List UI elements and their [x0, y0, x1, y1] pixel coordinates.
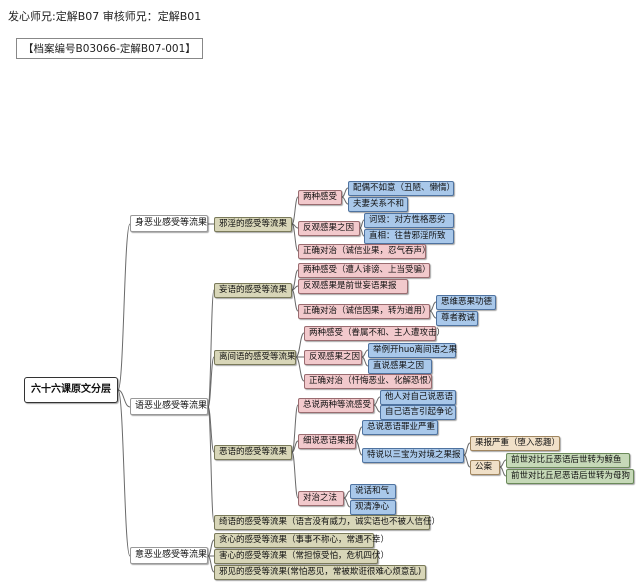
two-feelings-node[interactable]: 两种感受: [298, 190, 342, 205]
divisive-example-node[interactable]: 举例开huo离间语之果: [368, 343, 457, 358]
root-node[interactable]: 六十六课原文分层: [24, 377, 118, 403]
harsh-remedy-node[interactable]: 对治之法: [298, 491, 344, 506]
header-credits: 发心师兄:定解B07 审核师兄：定解B01: [8, 10, 202, 23]
divisive-direct-node[interactable]: 直说感果之因: [368, 359, 432, 374]
harsh-serious-node[interactable]: 总说恶语罪业严重: [362, 420, 438, 435]
lying-reflect-node[interactable]: 反观感果是前世妄语果报: [298, 279, 408, 294]
case-dog-node[interactable]: 前世对比丘尼恶语后世转为母狗: [506, 469, 634, 484]
archive-number: 【档案编号B03066-定解B07-001】: [16, 38, 203, 59]
spouse-discord-node[interactable]: 夫妻关系不和: [348, 197, 408, 212]
harsh-story-node[interactable]: 特说以三宝为对境之果报: [362, 448, 464, 463]
lying-node[interactable]: 妄语的感受等流果: [214, 283, 292, 298]
body-karma-node[interactable]: 身恶业感受等流果: [130, 215, 208, 232]
mind-karma-node[interactable]: 意恶业感受等流果: [130, 547, 208, 564]
harsh-detailed-node[interactable]: 细说恶语果报: [298, 434, 356, 449]
divisive-two-feelings-node[interactable]: 两种感受（眷属不和、主人遭攻击）: [304, 326, 445, 341]
self-quarrel-node[interactable]: 自己语言引起争论: [380, 405, 456, 420]
lying-correct-node[interactable]: 正确对治（诚信因果，转为道用）: [298, 304, 431, 319]
divisive-reflect-node[interactable]: 反观感果之因: [304, 350, 362, 365]
wrong-view-node[interactable]: 邪见的感受等流果(常怕恶见，常被欺诳很难心烦意乱): [214, 565, 426, 580]
think-node[interactable]: 思维恶果功德: [436, 295, 496, 310]
rebuke-node[interactable]: 诃毁：对方性格恶劣: [364, 213, 454, 228]
harsh-node[interactable]: 恶语的感受等流果: [214, 445, 292, 460]
speech-karma-node[interactable]: 语恶业感受等流果: [130, 398, 208, 415]
divisive-node[interactable]: 离间语的感受等流果: [214, 350, 296, 365]
others-harsh-node[interactable]: 他人对自己说恶语: [380, 390, 456, 405]
greed-node[interactable]: 贪心的感受等流果（事事不称心，常遇不幸）: [214, 533, 389, 548]
reflect-cause-node[interactable]: 反观感果之因: [298, 221, 360, 236]
idle-talk-node[interactable]: 绮语的感受等流果（语言没有威力，诚实语也不被人信任）: [214, 515, 440, 530]
correct-remedy-node[interactable]: 正确对治（诚信业果，忍气吞声）: [298, 244, 431, 259]
sexual-misconduct-node[interactable]: 邪淫的感受等流果: [214, 217, 292, 232]
case-fish-node[interactable]: 前世对比丘恶语后世转为鲸鱼: [506, 453, 630, 468]
pure-mind-node[interactable]: 观清净心: [350, 500, 396, 515]
gentle-speech-node[interactable]: 说话和气: [350, 484, 396, 499]
lying-two-feelings-node[interactable]: 两种感受（遭人诽谤、上当受骗）: [298, 263, 431, 278]
spouse-unattractive-node[interactable]: 配偶不如意（丑陋、懒惰）: [348, 181, 455, 196]
reflect-node[interactable]: 直相：往昔邪淫所致: [364, 229, 454, 244]
divisive-correct-node[interactable]: 正确对治（忏悔恶业、化解恐恨）: [304, 374, 437, 389]
harsh-severe-node[interactable]: 果报严重（堕入恶趣）: [470, 436, 560, 451]
harsh-summary-node[interactable]: 总说两种等流感受: [298, 398, 374, 413]
respect-node[interactable]: 尊者教诫: [436, 311, 478, 326]
malice-node[interactable]: 害心的感受等流果（常担惊受怕，危机四伏）: [214, 549, 389, 564]
case-node[interactable]: 公案: [470, 460, 500, 475]
